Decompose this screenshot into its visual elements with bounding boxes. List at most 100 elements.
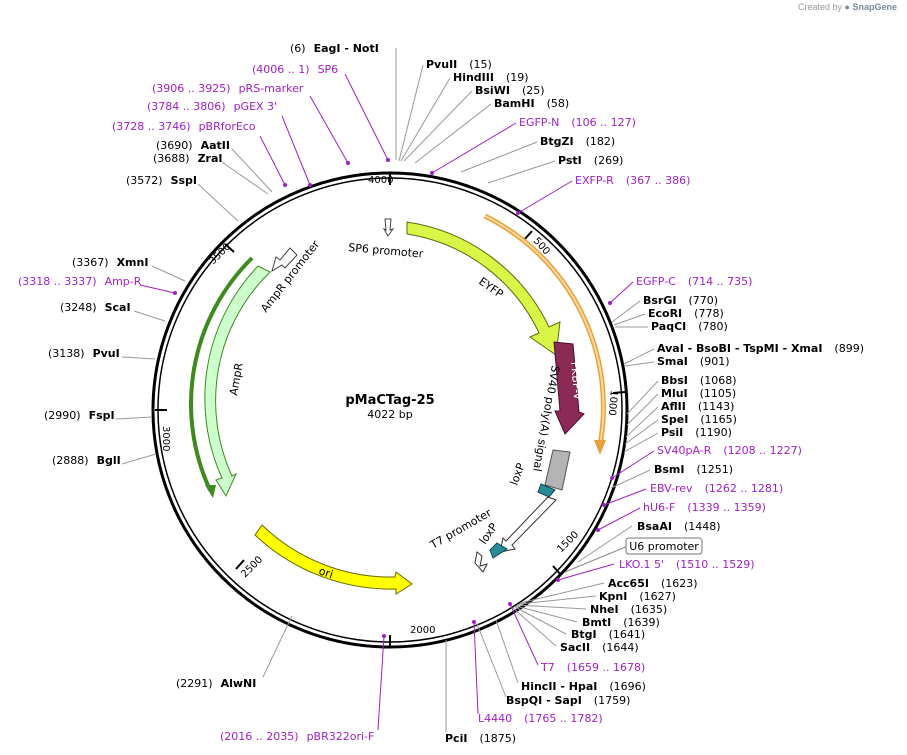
site-label[interactable]: SacII(1644) [560, 641, 639, 654]
leader-11 [121, 356, 156, 360]
site-label[interactable]: BsrGI(770) [643, 294, 718, 307]
leader-48 [414, 103, 492, 164]
site-name: Acc65I [608, 577, 649, 590]
site-position: (367 .. 386) [626, 174, 691, 187]
site-name: hU6-F [643, 501, 675, 514]
site-label[interactable]: (3248)ScaI [60, 301, 131, 314]
leader-43 [609, 281, 634, 304]
ampr-outer-arrowhead [205, 485, 216, 498]
leader-2 [309, 95, 349, 164]
site-label[interactable]: AvaI - BsoBI - TspMI - XmaI(899) [657, 342, 864, 355]
site-label[interactable]: BbsI(1068) [661, 374, 736, 387]
primer-mark-9 [173, 291, 177, 295]
site-name: BsaAI [637, 520, 672, 533]
site-label[interactable]: (3572)SspI [126, 174, 197, 187]
site-position: (2291) [176, 677, 213, 690]
site-name: PsiI [661, 426, 683, 439]
scale-label-3500: 3500 [207, 241, 233, 267]
site-position: (19) [506, 71, 529, 84]
site-label[interactable]: PvuII(15) [426, 58, 492, 71]
site-label[interactable]: (3138)PvuI [48, 347, 120, 360]
site-label[interactable]: BamHI(58) [494, 97, 569, 110]
primer-label[interactable]: (3318 .. 3337)Amp-R [18, 275, 142, 288]
site-label[interactable]: AflII(1143) [661, 400, 734, 413]
site-position: (1875) [479, 732, 516, 745]
leader-41 [613, 313, 646, 326]
primer-label[interactable]: SV40pA-R(1208 .. 1227) [657, 444, 802, 457]
primer-label[interactable]: (3906 .. 3925)pRS-marker [152, 82, 304, 95]
primer-label[interactable]: hU6-F (1339 .. 1359) [643, 501, 766, 514]
site-position: (3906 .. 3925) [152, 82, 231, 95]
site-label[interactable]: NheI(1635) [590, 603, 667, 616]
site-label[interactable]: BsaAI(1448) [637, 520, 721, 533]
primer-label[interactable]: (4006 .. 1)SP6 [252, 63, 338, 76]
site-position: (1068) [700, 374, 737, 387]
site-label[interactable]: MluI(1105) [661, 387, 736, 400]
site-label[interactable]: (2888)BglI [52, 454, 121, 467]
site-label[interactable]: (6)EagI - NotI [290, 42, 379, 55]
fkbp-v-arrow [553, 341, 585, 435]
primer-mark-43 [608, 301, 612, 305]
site-label[interactable]: BspQI - SapI(1759) [506, 694, 630, 707]
site-position: (1623) [661, 577, 698, 590]
site-label[interactable]: EcoRI(778) [648, 307, 724, 320]
site-label[interactable]: (2291)AlwNI [176, 677, 256, 690]
primer-label[interactable]: EBV-rev(1262 .. 1281) [650, 482, 783, 495]
orange-primer-arrowhead [594, 440, 606, 455]
site-label[interactable]: BtgZI(182) [540, 135, 615, 148]
site-label[interactable]: (3688)ZraI [153, 152, 223, 165]
site-label[interactable]: (2990)FspI [44, 409, 115, 422]
leader-49 [403, 90, 473, 162]
site-label[interactable]: BmtI(1639) [582, 616, 660, 629]
primer-mark-4 [283, 183, 287, 187]
primer-label[interactable]: (3784 .. 3806)pGEX 3' [147, 100, 277, 113]
site-label[interactable]: (3367)XmnI [72, 256, 148, 269]
site-position: (3690) [156, 139, 193, 152]
site-label[interactable]: HincII - HpaI(1696) [521, 680, 646, 693]
primer-mark-1 [386, 158, 390, 162]
site-position: (770) [688, 294, 718, 307]
primer-label[interactable]: (3728 .. 3746)pBRforEco [112, 120, 256, 133]
primer-label[interactable]: LKO.1 5'(1510 .. 1529) [619, 558, 755, 571]
snapgene-credit: Created by ● SnapGene [798, 2, 897, 12]
leader-46 [460, 141, 538, 173]
site-label[interactable]: SpeI(1165) [661, 413, 737, 426]
primer-label[interactable]: (2016 .. 2035)pBR322ori-F [220, 730, 374, 743]
site-label[interactable]: HindIII(19) [453, 71, 529, 84]
site-label[interactable]: BsiWI(25) [475, 84, 545, 97]
site-position: (3318 .. 3337) [18, 275, 97, 288]
feature-arcs [189, 213, 606, 595]
site-name: SpeI [661, 413, 688, 426]
site-position: (1510 .. 1529) [676, 558, 755, 571]
primer-label[interactable]: L4440(1765 .. 1782) [478, 712, 603, 725]
site-name: BglI [97, 454, 121, 467]
site-label[interactable]: Acc65I (1623) [608, 577, 698, 590]
site-label[interactable]: PstI(269) [558, 154, 623, 167]
leader-30 [603, 488, 647, 506]
site-position: (269) [594, 154, 624, 167]
primer-label[interactable]: T7(1659 .. 1678) [540, 661, 645, 674]
site-label[interactable]: PaqCI(780) [651, 320, 728, 333]
primer-label[interactable]: EGFP-C(714 .. 735) [636, 275, 752, 288]
site-label[interactable]: KpnI(1627) [599, 590, 676, 603]
site-label[interactable]: PciI(1875) [445, 732, 516, 745]
primer-label[interactable]: EXFP-R (367 .. 386) [575, 174, 690, 187]
primer-label[interactable]: EGFP-N(106 .. 127) [519, 116, 636, 129]
ampr-arrow [204, 265, 271, 498]
site-label[interactable]: BtgI(1641) [571, 628, 645, 641]
plasmid-size: 4022 bp [367, 408, 412, 421]
site-name: EXFP-R [575, 174, 614, 187]
site-name: EGFP-C [636, 275, 676, 288]
leader-14 [262, 615, 293, 678]
u6-promoter-label: U6 promoter [629, 540, 699, 553]
site-label[interactable]: PsiI(1190) [661, 426, 732, 439]
site-name: EGFP-N [519, 116, 559, 129]
site-name: pBR322ori-F [307, 730, 375, 743]
site-label[interactable]: SmaI(901) [657, 355, 730, 368]
site-position: (1339 .. 1359) [687, 501, 766, 514]
site-label[interactable]: (3690)AatII [156, 139, 230, 152]
site-position: (1639) [623, 616, 660, 629]
ampr-promoter-arrow [271, 247, 298, 273]
leader-28 [577, 525, 633, 563]
site-label[interactable]: BsmI(1251) [654, 463, 733, 476]
